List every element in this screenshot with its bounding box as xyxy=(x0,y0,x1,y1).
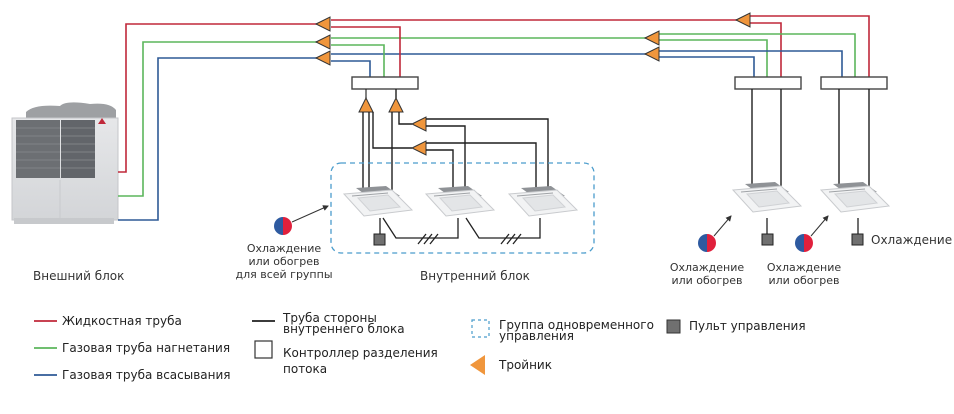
group-mode-label: Охлаждение или обогрев для всей группы xyxy=(235,242,333,281)
legend-group-box xyxy=(471,319,490,338)
tee-icon xyxy=(314,50,331,66)
tee-icon xyxy=(734,12,751,28)
indoor-cassette-unit xyxy=(731,182,803,213)
indoor-side-pipes xyxy=(362,89,870,192)
cool-heat-mode-icon xyxy=(795,234,813,252)
cool-heat-mode-icon xyxy=(698,234,716,252)
unit6-mode-label: Охлаждение xyxy=(871,233,953,247)
discharge-pipe-bc3 xyxy=(658,33,856,77)
remote-control-icon xyxy=(851,233,864,246)
indoor-cassette-unit xyxy=(342,186,414,217)
tee-icon xyxy=(314,34,331,50)
flow-branch-controller xyxy=(351,76,419,90)
legend-remote-label: Пульт управления xyxy=(689,319,806,333)
liquid-pipe-main xyxy=(118,23,326,173)
suction-pipe-main xyxy=(118,57,326,221)
control-wiring xyxy=(379,217,859,245)
legend-tee-icon xyxy=(470,355,485,375)
legend-liquid-label: Жидкостная труба xyxy=(62,314,182,328)
legend-discharge-label: Газовая труба нагнетания xyxy=(62,341,231,355)
unit4-mode-label: Охлаждение или обогрев xyxy=(669,261,745,287)
flow-branch-controller xyxy=(734,76,802,90)
tee-icon xyxy=(388,96,404,113)
tee-icon xyxy=(643,30,660,46)
outdoor-unit-label: Внешний блок xyxy=(33,269,125,283)
tee-icon xyxy=(410,140,427,156)
unit5-mode-label: Охлаждение или обогрев xyxy=(766,261,842,287)
legend-tee-label: Тройник xyxy=(499,358,552,372)
suction-pipe-bc3 xyxy=(658,50,843,77)
flow-branch-controller xyxy=(820,76,888,90)
legend-suction-label: Газовая труба всасывания xyxy=(62,368,231,382)
legend-controller-label: Контроллер разделения потока xyxy=(283,346,438,376)
suction-pipe-bc1 xyxy=(331,60,371,77)
main-pipes xyxy=(118,15,870,221)
liquid-pipe-bc2 xyxy=(750,22,782,77)
discharge-pipe-bc2 xyxy=(658,39,768,77)
simultaneous-control-group xyxy=(330,162,595,254)
suction-pipe-bc2 xyxy=(658,56,755,77)
legend-remote-icon xyxy=(666,319,681,334)
liquid-pipe-bc1 xyxy=(331,26,401,77)
indoor-cassette-unit xyxy=(424,186,496,217)
tee-icon xyxy=(643,46,660,62)
indoor-cassette-unit xyxy=(507,186,579,217)
outdoor-unit xyxy=(11,102,119,224)
legend xyxy=(34,319,681,376)
tee-icon xyxy=(314,16,331,32)
tee-icon xyxy=(358,96,374,113)
discharge-pipe-bc1 xyxy=(331,44,385,77)
legend-group-label: Группа одновременного управления xyxy=(499,318,654,343)
legend-indoor-pipe-label: Труба стороны внутреннего блока xyxy=(283,311,405,336)
legend-controller-box xyxy=(254,340,273,359)
remote-control-icon xyxy=(761,233,774,246)
indoor-cassette-unit xyxy=(819,182,891,213)
remote-control-icon xyxy=(373,233,386,246)
liquid-pipe-bc3 xyxy=(750,15,870,77)
tee-icon xyxy=(410,116,427,132)
cool-heat-mode-icon xyxy=(274,217,292,235)
indoor-unit-label: Внутренний блок xyxy=(420,269,530,283)
discharge-pipe-main xyxy=(118,41,326,197)
